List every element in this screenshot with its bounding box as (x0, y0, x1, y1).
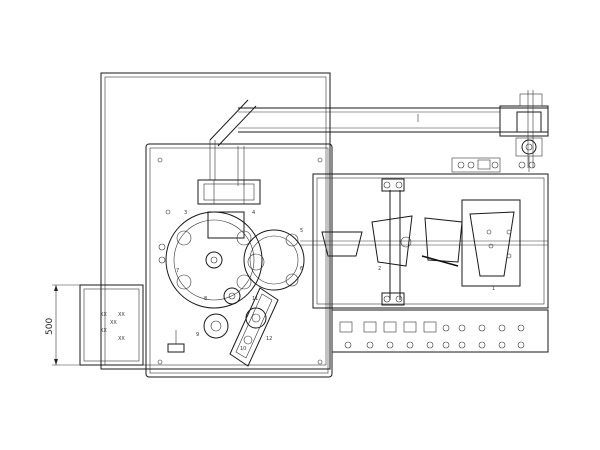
transfer-wheel (243, 229, 305, 291)
drive-head (499, 90, 549, 172)
callouts: 1 2 3 4 5 6 7 8 9 10 11 12 (176, 210, 495, 352)
side-cabinet: XX XX XX XX XX (79, 284, 144, 366)
star-wheel (165, 211, 263, 309)
svg-text:XX: XX (100, 312, 107, 318)
callout-label: 2 (378, 266, 381, 272)
callout-label: 5 (300, 228, 303, 234)
svg-text:XX: XX (118, 336, 125, 342)
callout-label: 4 (252, 210, 255, 216)
drive-module (203, 287, 279, 367)
callout-label: 11 (252, 296, 258, 302)
dimension-label: 500 (45, 318, 55, 335)
svg-text:XX: XX (100, 328, 107, 334)
lower-control-panel (331, 309, 549, 353)
svg-text:XX: XX (110, 320, 117, 326)
conveyor-table (300, 173, 549, 309)
callout-label: 12 (266, 336, 272, 342)
callout-label: 10 (240, 346, 246, 352)
callout-label: 8 (204, 296, 207, 302)
callout-label: 1 (492, 286, 495, 292)
callout-label: 3 (184, 210, 187, 216)
base-plate (145, 143, 333, 378)
top-feeder (197, 179, 261, 239)
callout-label: 9 (196, 332, 199, 338)
svg-text:XX: XX (118, 312, 125, 318)
overhead-beam (209, 99, 548, 186)
dimension-line: 500 (45, 284, 80, 366)
upper-control-strip (451, 157, 536, 173)
left-fixture (157, 157, 323, 365)
callout-label: 7 (176, 268, 179, 274)
callout-label: 6 (300, 266, 303, 272)
outer-frame (100, 72, 331, 370)
